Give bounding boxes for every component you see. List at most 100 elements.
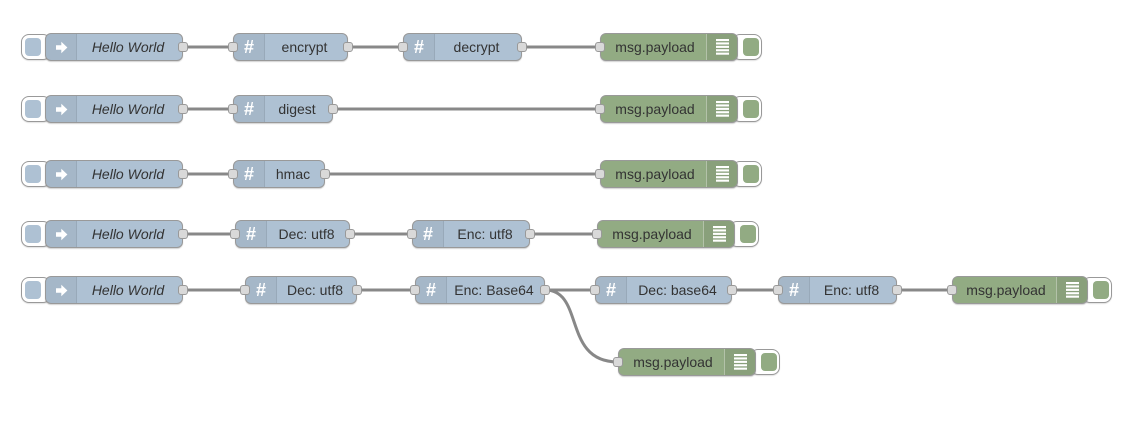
node-label: msg.payload — [615, 101, 695, 117]
enc-utf8-node[interactable]: # Enc: utf8 — [778, 276, 897, 304]
node-icon-region: # — [779, 277, 810, 303]
inject-button-inner[interactable] — [25, 165, 41, 183]
debug-toggle-button-inner[interactable] — [1093, 281, 1109, 299]
input-port[interactable] — [590, 285, 600, 295]
output-port[interactable] — [320, 169, 330, 179]
output-port[interactable] — [517, 42, 527, 52]
node-label: Hello World — [91, 226, 165, 242]
output-port[interactable] — [727, 285, 737, 295]
debug-list-icon — [712, 226, 726, 242]
inject-node[interactable]: Hello World — [45, 160, 183, 188]
output-port[interactable] — [178, 42, 188, 52]
input-port[interactable] — [947, 285, 957, 295]
node-icon-region: # — [416, 277, 447, 303]
node-icon-region — [46, 221, 77, 247]
hash-icon: # — [243, 164, 254, 184]
enc-base64-node[interactable]: #Enc: Base64 — [415, 276, 545, 304]
inject-button-inner[interactable] — [25, 281, 41, 299]
node-label: msg.payload — [966, 282, 1046, 298]
node-label: Enc: utf8 — [457, 226, 513, 242]
output-port[interactable] — [328, 104, 338, 114]
node-icon-region: # — [236, 221, 267, 247]
node-icon-region: # — [246, 277, 277, 303]
debug-toggle-button-inner[interactable] — [743, 38, 759, 56]
node-icon-region — [706, 161, 737, 187]
debug-node[interactable]: msg.payload — [597, 220, 735, 248]
node-icon-region — [46, 277, 77, 303]
node-icon-region: # — [596, 277, 627, 303]
output-port[interactable] — [343, 42, 353, 52]
input-port[interactable] — [228, 104, 238, 114]
inject-node[interactable]: Hello World — [45, 33, 183, 61]
debug-node[interactable]: msg.payload — [952, 276, 1088, 304]
input-port[interactable] — [398, 42, 408, 52]
debug-toggle-button-inner[interactable] — [761, 353, 777, 371]
input-port[interactable] — [228, 42, 238, 52]
input-port[interactable] — [613, 357, 623, 367]
inject-node[interactable]: Hello World — [45, 276, 183, 304]
node-label: Dec: utf8 — [286, 282, 344, 298]
input-port[interactable] — [240, 285, 250, 295]
node-label: Hello World — [91, 101, 165, 117]
debug-toggle-button-inner[interactable] — [743, 165, 759, 183]
output-port[interactable] — [525, 229, 535, 239]
output-port[interactable] — [178, 285, 188, 295]
input-port[interactable] — [228, 169, 238, 179]
output-port[interactable] — [178, 229, 188, 239]
node-label: Dec: base64 — [638, 282, 717, 298]
dec-utf8-node[interactable]: # Dec: utf8 — [245, 276, 357, 304]
debug-list-icon — [1065, 282, 1079, 298]
enc-utf8-node[interactable]: # Enc: utf8 — [412, 220, 530, 248]
input-port[interactable] — [592, 229, 602, 239]
input-port[interactable] — [595, 42, 605, 52]
debug-node[interactable]: msg.payload — [600, 95, 738, 123]
wire[interactable] — [543, 288, 620, 364]
input-port[interactable] — [595, 169, 605, 179]
decrypt-node[interactable]: #decrypt — [403, 33, 522, 61]
hmac-node[interactable]: #hmac — [233, 160, 325, 188]
node-icon-region — [724, 349, 755, 375]
debug-toggle-button-inner[interactable] — [740, 225, 756, 243]
dec-utf8-node[interactable]: # Dec: utf8 — [235, 220, 350, 248]
output-port[interactable] — [178, 169, 188, 179]
arrow-in-icon — [55, 41, 67, 53]
node-label: Hello World — [91, 166, 165, 182]
debug-toggle-button-inner[interactable] — [743, 100, 759, 118]
arrow-in-icon — [55, 103, 67, 115]
hash-icon: # — [413, 37, 424, 57]
debug-node[interactable]: msg.payload — [618, 348, 756, 376]
output-port[interactable] — [345, 229, 355, 239]
encrypt-node[interactable]: #encrypt — [233, 33, 348, 61]
output-port[interactable] — [352, 285, 362, 295]
input-port[interactable] — [773, 285, 783, 295]
inject-button-inner[interactable] — [25, 38, 41, 56]
input-port[interactable] — [407, 229, 417, 239]
output-port[interactable] — [892, 285, 902, 295]
debug-node[interactable]: msg.payload — [600, 33, 738, 61]
hash-icon: # — [243, 99, 254, 119]
node-icon-region — [46, 161, 77, 187]
digest-node[interactable]: #digest — [233, 95, 333, 123]
inject-button-inner[interactable] — [25, 225, 41, 243]
input-port[interactable] — [230, 229, 240, 239]
node-icon-region: # — [413, 221, 444, 247]
node-label: Hello World — [91, 282, 165, 298]
dec-base64-node[interactable]: # Dec: base64 — [595, 276, 732, 304]
inject-button-inner[interactable] — [25, 100, 41, 118]
debug-list-icon — [715, 101, 729, 117]
output-port[interactable] — [540, 285, 550, 295]
input-port[interactable] — [410, 285, 420, 295]
node-icon-region — [1056, 277, 1087, 303]
node-label: Dec: utf8 — [278, 226, 335, 242]
input-port[interactable] — [595, 104, 605, 114]
node-icon-region — [46, 34, 77, 60]
node-icon-region — [706, 96, 737, 122]
inject-node[interactable]: Hello World — [45, 95, 183, 123]
inject-node[interactable]: Hello World — [45, 220, 183, 248]
node-label: msg.payload — [615, 166, 695, 182]
output-port[interactable] — [178, 104, 188, 114]
debug-node[interactable]: msg.payload — [600, 160, 738, 188]
node-label: Enc: utf8 — [823, 282, 880, 298]
debug-list-icon — [733, 354, 747, 370]
